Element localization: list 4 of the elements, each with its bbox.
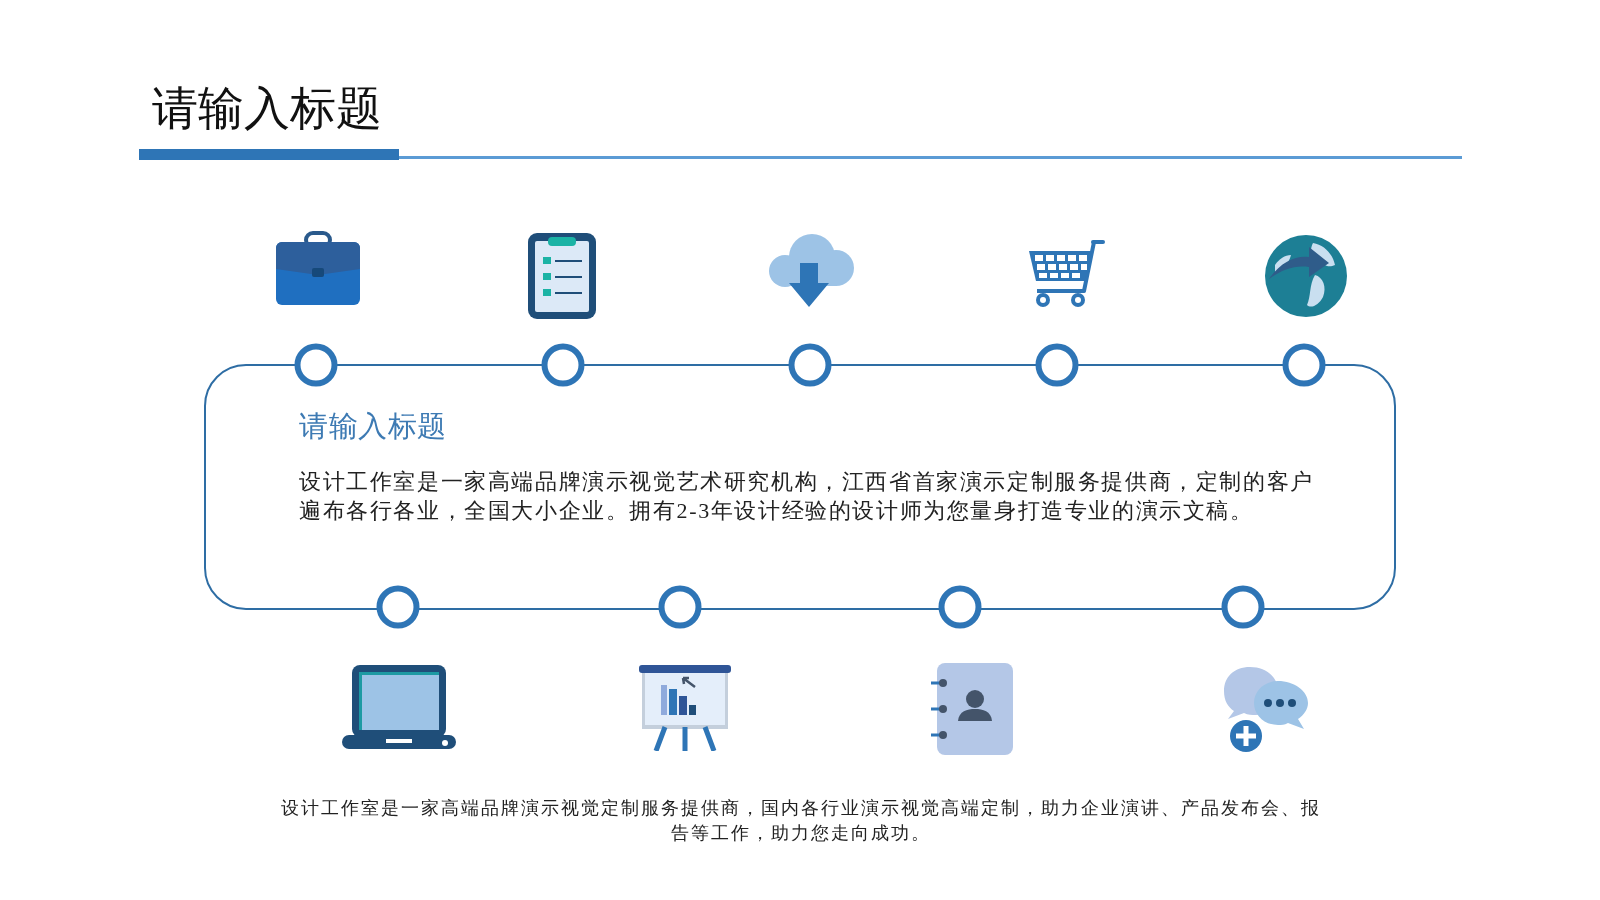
description-text: 设计工作室是一家高端品牌演示视觉定制服务提供商，国内各行业演示视觉高端定制，助力企业演讲、产品发布会、报告等工作，助力您走向成功。 xyxy=(280,797,1322,845)
panel-text: 设计工作室是一家高端品牌演示视觉艺术研究机构，江西省首家演示定制服务提供商，定制的客户遍布各行各业，全国大小企业。拥有2-3年设计经验的设计师为您量身打造专业的演示文稿。 xyxy=(299,468,1315,525)
slide-title: 请输入标题 xyxy=(152,80,382,137)
panel-heading: 请输入标题 xyxy=(299,409,447,444)
